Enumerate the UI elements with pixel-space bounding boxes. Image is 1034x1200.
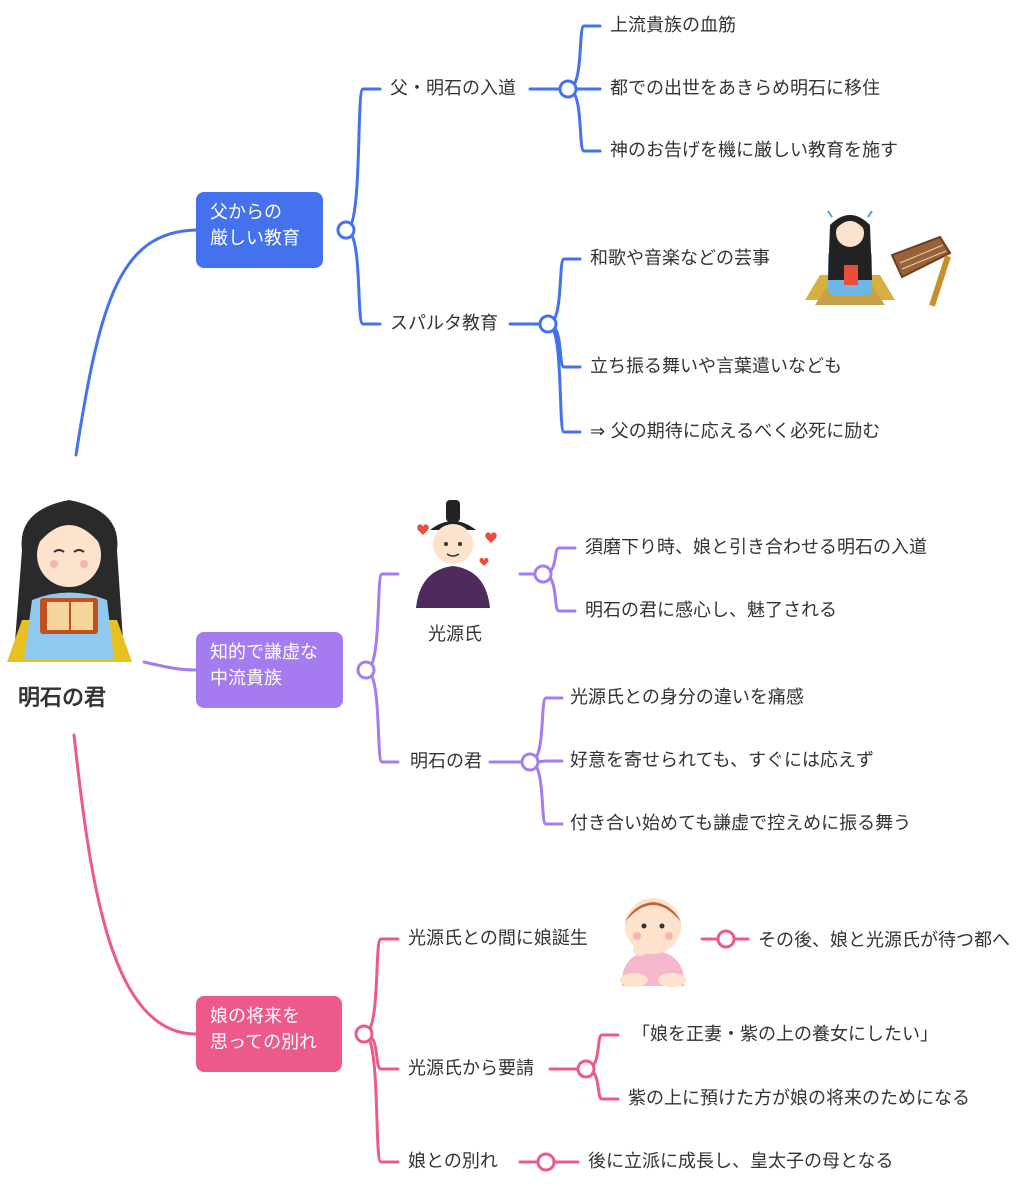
connector-line: [362, 937, 400, 1036]
node-daughter-birth[interactable]: 光源氏との間に娘誕生: [408, 928, 588, 949]
connector-line: [344, 228, 382, 326]
leaf-text: 上流貴族の血筋: [610, 15, 736, 36]
genji-nobleman-icon: [408, 500, 503, 614]
connector-knob[interactable]: [558, 79, 578, 99]
node-sparta[interactable]: スパルタ教育: [390, 313, 498, 334]
branch-title-line: 知的で謙虚な: [210, 642, 318, 663]
leaf-text: 和歌や音楽などの芸事: [590, 248, 770, 269]
connector-knob[interactable]: [536, 1152, 556, 1172]
branch-title-line: 厳しい教育: [210, 228, 300, 249]
baby-icon: [612, 888, 694, 992]
leaf-text: 後に立派に成長し、皇太子の母となる: [588, 1151, 894, 1172]
connector-line: [362, 1032, 400, 1164]
branch-intellect-box[interactable]: 知的で謙虚な 中流貴族: [196, 632, 343, 708]
branch-farewell-box[interactable]: 娘の将来を 思っての別れ: [196, 996, 342, 1072]
branch-title-line: 中流貴族: [210, 668, 282, 689]
connector-line: [546, 257, 582, 326]
leaf-text: 都での出世をあきらめ明石に移住: [610, 78, 880, 99]
connector-knob[interactable]: [354, 1024, 374, 1044]
node-akashi[interactable]: 明石の君: [410, 751, 482, 772]
connector-line: [528, 760, 564, 826]
branch-title-line: 思っての別れ: [210, 1032, 318, 1053]
connector-knob[interactable]: [716, 929, 736, 949]
root-title: 明石の君: [18, 686, 107, 711]
connector-line: [528, 696, 564, 764]
connector-knob[interactable]: [356, 660, 376, 680]
leaf-text: 明石の君に感心し、魅了される: [585, 600, 837, 621]
leaf-text: 紫の上に預けた方が娘の将来のためになる: [628, 1088, 970, 1109]
root-connector: [72, 733, 198, 1036]
leaf-text: 立ち振る舞いや言葉遣いなども: [590, 356, 842, 377]
leaf-text: 神のお告げを機に厳しい教育を施す: [610, 140, 898, 161]
branch-education-box[interactable]: 父からの 厳しい教育: [196, 192, 323, 268]
connector-knob[interactable]: [576, 1059, 596, 1079]
node-father[interactable]: 父・明石の入道: [390, 78, 516, 99]
leaf-text: 光源氏との身分の違いを痛感: [570, 687, 804, 708]
leaf-text: ⇒ 父の期待に応えるべく必死に励む: [590, 421, 881, 442]
koto-player-icon: [800, 205, 960, 319]
leaf-text: その後、娘と光源氏が待つ都へ: [758, 930, 1010, 951]
connector-line: [566, 24, 602, 91]
connector-knob[interactable]: [533, 564, 553, 584]
connector-knob[interactable]: [538, 314, 558, 334]
connector-line: [546, 322, 582, 434]
connector-knob[interactable]: [520, 752, 540, 772]
root-connector: [74, 228, 198, 457]
connector-knob[interactable]: [336, 220, 356, 240]
leaf-text: 好意を寄せられても、すぐには応えず: [570, 750, 875, 771]
leaf-text: 須磨下り時、娘と引き合わせる明石の入道: [585, 537, 927, 558]
connector-line: [566, 87, 602, 153]
branch-title-line: 娘の将来を: [210, 1006, 300, 1027]
connector-line: [344, 87, 382, 232]
leaf-text: 「娘を正妻・紫の上の養女にしたい」: [632, 1024, 938, 1045]
leaf-text: 付き合い始めても謙虚で控えめに振る舞う: [570, 813, 912, 834]
connector-line: [364, 572, 400, 672]
node-genji-request[interactable]: 光源氏から要請: [408, 1058, 534, 1079]
root-connector: [142, 660, 198, 672]
woman-reading-icon: [2, 490, 137, 669]
node-parting[interactable]: 娘との別れ: [408, 1151, 498, 1172]
branch-title-line: 父からの: [210, 202, 282, 223]
connector-line: [364, 668, 400, 764]
node-genji[interactable]: 光源氏: [428, 624, 482, 645]
